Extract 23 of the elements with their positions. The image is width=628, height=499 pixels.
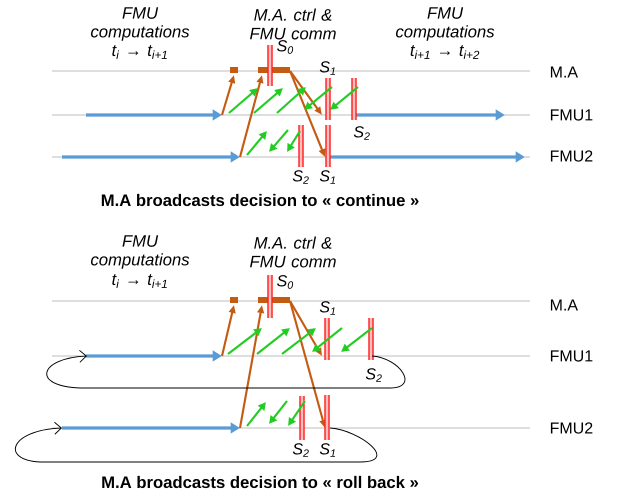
lane-label: M.A [550, 66, 578, 78]
heading-text: M.A. ctrl & FMU comm [250, 8, 336, 40]
state-label: S$_{0}$ [277, 40, 294, 54]
state-label: S$_{2}$ [354, 126, 370, 140]
state-label: S$_{1}$ [320, 170, 336, 184]
lane-label: FMU2 [550, 150, 592, 162]
lane-label: FMU1 [550, 350, 592, 362]
state-label: S$_{1}$ [320, 301, 336, 315]
caption-text: M.A broadcasts decision to « roll back » [102, 476, 418, 488]
state-label: S$_{2}$ [366, 368, 382, 382]
heading-text: t$_{i}$ → t$_{i+1}$ [112, 274, 167, 288]
lane-label: FMU1 [550, 109, 592, 121]
heading-text: M.A. ctrl & FMU comm [250, 236, 336, 268]
heading-text: t$_{i+1}$ → t$_{i+2}$ [410, 45, 480, 59]
state-label: S$_{2}$ [292, 443, 309, 457]
state-label: S$_{1}$ [320, 61, 336, 75]
state-label: S$_{0}$ [277, 275, 294, 289]
lane-label: M.A [550, 300, 578, 310]
state-label: S$_{2}$ [292, 170, 309, 184]
lane-label: FMU2 [550, 422, 592, 434]
state-label: S$_{1}$ [320, 443, 336, 457]
caption-text: M.A broadcasts decision to « continue » [102, 194, 419, 206]
heading-text: t$_{i}$ → t$_{i+1}$ [112, 45, 167, 59]
